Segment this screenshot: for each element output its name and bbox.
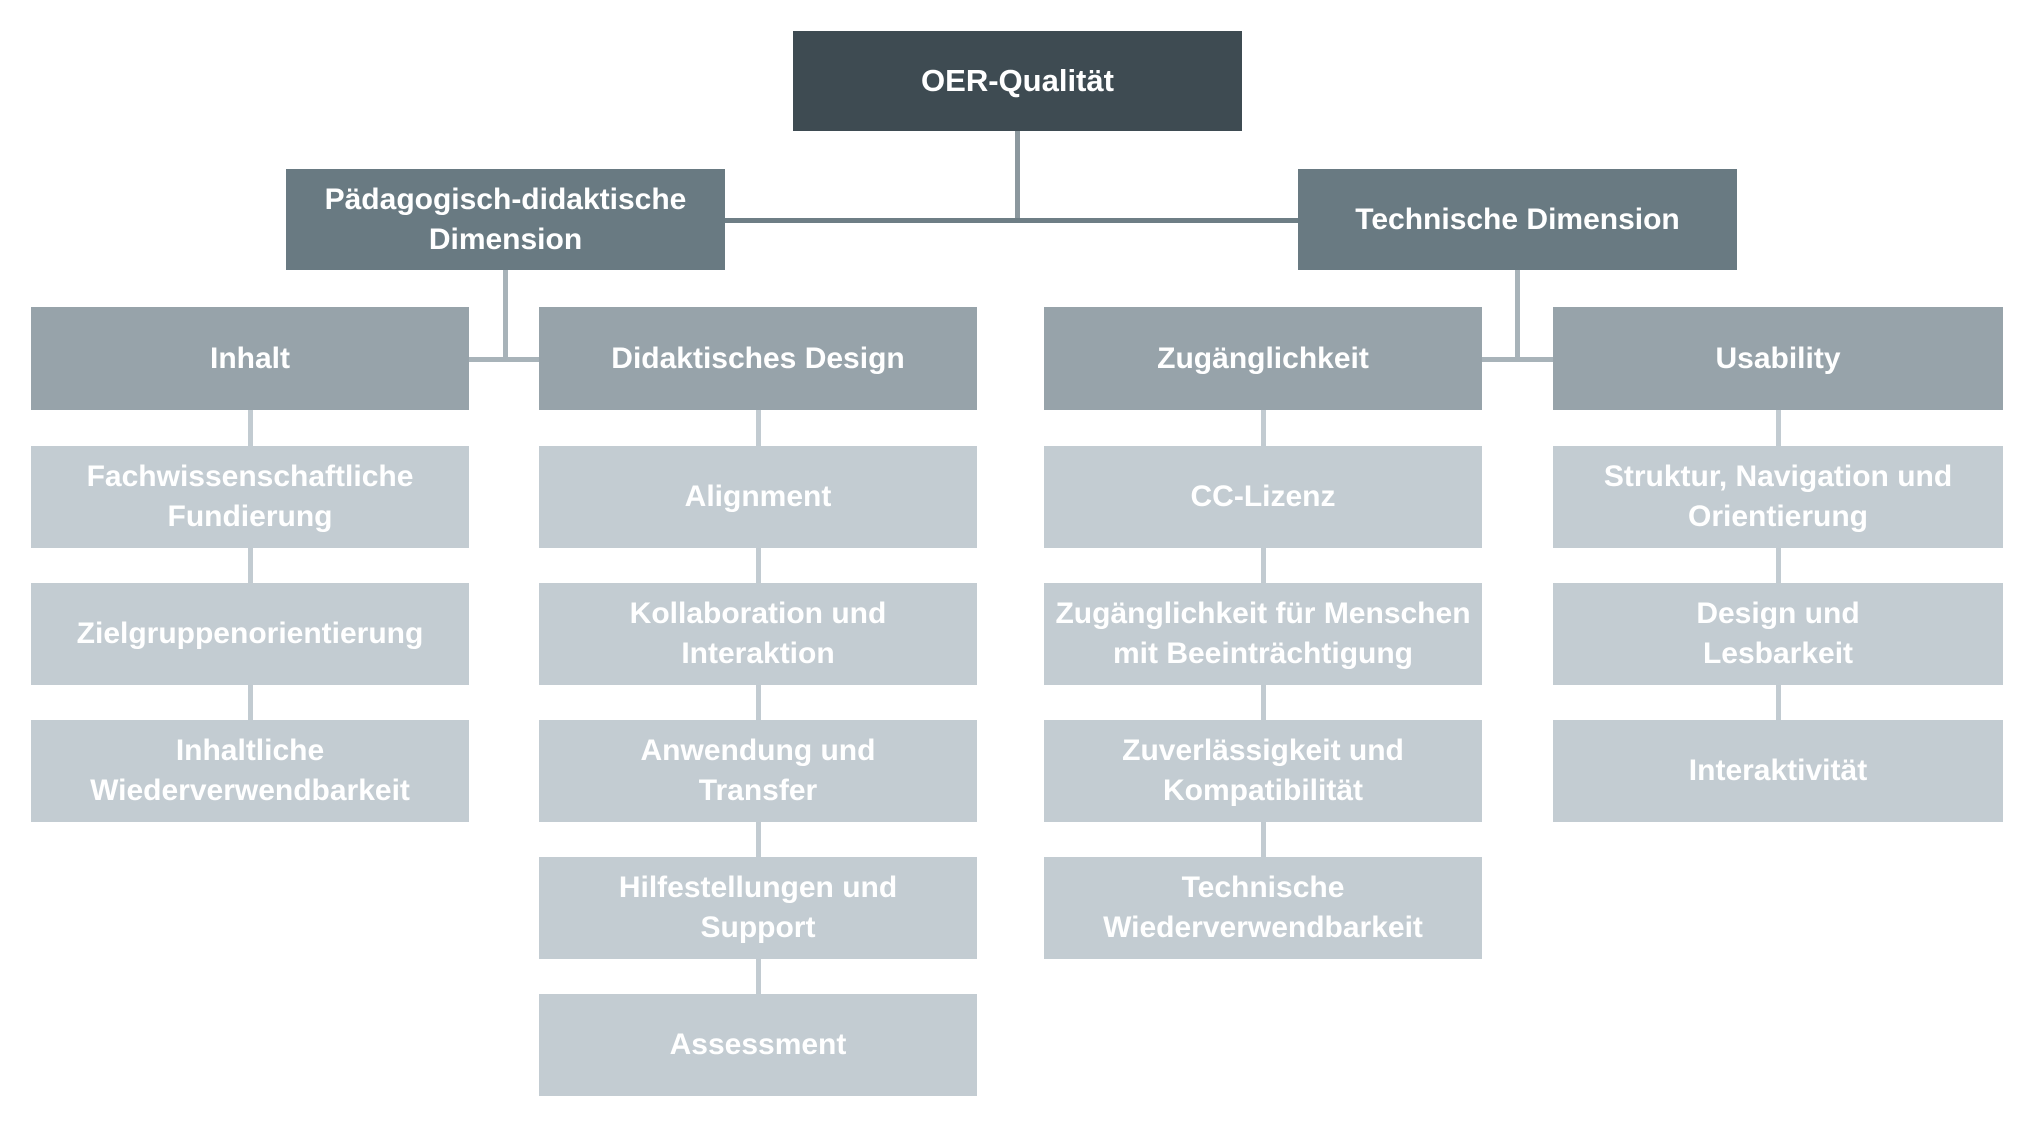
leaf-kollaboration-und-interaktion: Kollaboration und Interaktion — [539, 583, 977, 685]
leaf-alignment: Alignment — [539, 446, 977, 548]
leaf-struktur-navigation-orientierung: Struktur, Navigation und Orientierung — [1553, 446, 2003, 548]
connector-root-vertical — [1015, 131, 1020, 223]
connector-col2-seg4 — [756, 822, 761, 857]
leaf-fachwissenschaftliche-fundierung: Fachwissenschaftliche Fundierung — [31, 446, 469, 548]
leaf-zugaenglichkeit-fuer-menschen: Zugänglichkeit für Menschen mit Beeinträ… — [1044, 583, 1482, 685]
leaf-anwendung-und-transfer: Anwendung und Transfer — [539, 720, 977, 822]
leaf-design-und-lesbarkeit: Design und Lesbarkeit — [1553, 583, 2003, 685]
connector-branch-horizontal — [725, 218, 1298, 223]
leaf-zielgruppenorientierung: Zielgruppenorientierung — [31, 583, 469, 685]
connector-col1-seg2 — [248, 548, 253, 583]
connector-technisch-vertical — [1515, 270, 1520, 362]
connector-technisch-horizontal — [1482, 357, 1553, 362]
connector-col2-seg5 — [756, 959, 761, 994]
connector-col3-seg2 — [1261, 548, 1266, 583]
connector-col3-seg3 — [1261, 685, 1266, 720]
connector-col3-seg4 — [1261, 822, 1266, 857]
leaf-assessment: Assessment — [539, 994, 977, 1096]
node-oer-qualitaet: OER-Qualität — [793, 31, 1242, 131]
leaf-inhaltliche-wiederverwendbarkeit: Inhaltliche Wiederverwendbarkeit — [31, 720, 469, 822]
connector-col1-seg1 — [248, 410, 253, 446]
leaf-technische-wiederverwendbarkeit: Technische Wiederverwendbarkeit — [1044, 857, 1482, 959]
connector-col3-seg1 — [1261, 410, 1266, 446]
node-usability: Usability — [1553, 307, 2003, 410]
leaf-cc-lizenz: CC-Lizenz — [1044, 446, 1482, 548]
connector-col4-seg2 — [1776, 548, 1781, 583]
node-zugaenglichkeit: Zugänglichkeit — [1044, 307, 1482, 410]
connector-col4-seg1 — [1776, 410, 1781, 446]
connector-col2-seg1 — [756, 410, 761, 446]
node-paedagogisch-didaktische-dimension: Pädagogisch-didaktische Dimension — [286, 169, 725, 270]
connector-col4-seg3 — [1776, 685, 1781, 720]
leaf-interaktivitaet: Interaktivität — [1553, 720, 2003, 822]
connector-col2-seg3 — [756, 685, 761, 720]
connector-paedagogisch-vertical — [503, 270, 508, 362]
leaf-hilfestellungen-und-support: Hilfestellungen und Support — [539, 857, 977, 959]
leaf-zuverlaessigkeit-und-kompatibilitaet: Zuverlässigkeit und Kompatibilität — [1044, 720, 1482, 822]
node-didaktisches-design: Didaktisches Design — [539, 307, 977, 410]
node-inhalt: Inhalt — [31, 307, 469, 410]
connector-paedagogisch-horizontal — [469, 357, 539, 362]
node-technische-dimension: Technische Dimension — [1298, 169, 1737, 270]
connector-col1-seg3 — [248, 685, 253, 720]
connector-col2-seg2 — [756, 548, 761, 583]
